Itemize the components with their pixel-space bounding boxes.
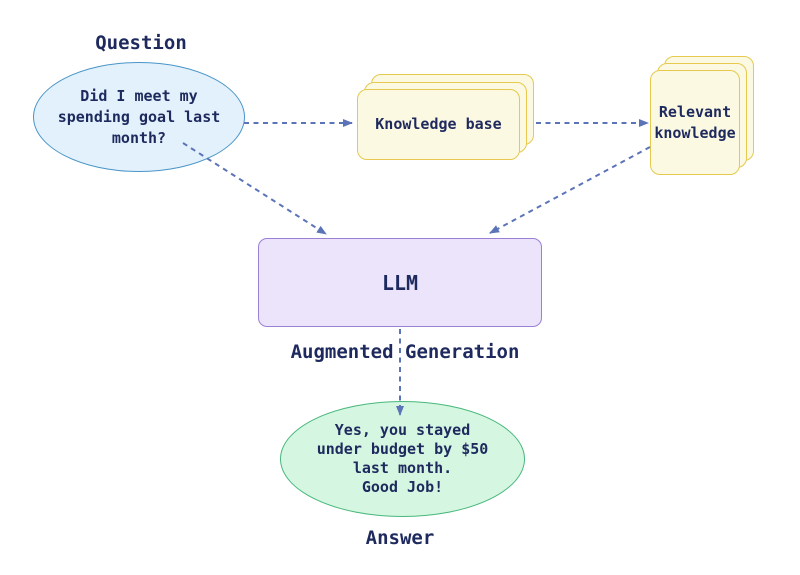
arrow-relevant-knowledge-to-llm <box>489 146 651 234</box>
answer-ellipse: Yes, you stayed under budget by $50 last… <box>280 401 525 517</box>
knowledge-base-text: Knowledge base <box>375 115 502 133</box>
relevant-knowledge-card-front: Relevant knowledge <box>650 70 740 175</box>
question-ellipse: Did I meet my spending goal last month? <box>33 62 245 172</box>
llm-text: LLM <box>381 270 419 295</box>
knowledge-base-card-front: Knowledge base <box>357 89 520 160</box>
relevant-knowledge-text: Relevant knowledge <box>654 102 736 142</box>
question-text: Did I meet my spending goal last month? <box>57 86 221 147</box>
llm-box: LLM <box>258 238 542 327</box>
question-label: Question <box>95 32 187 54</box>
answer-text: Yes, you stayed under budget by $50 last… <box>316 421 489 496</box>
augmented-generation-label: Augmented Generation <box>290 341 520 363</box>
answer-label: Answer <box>365 527 435 549</box>
